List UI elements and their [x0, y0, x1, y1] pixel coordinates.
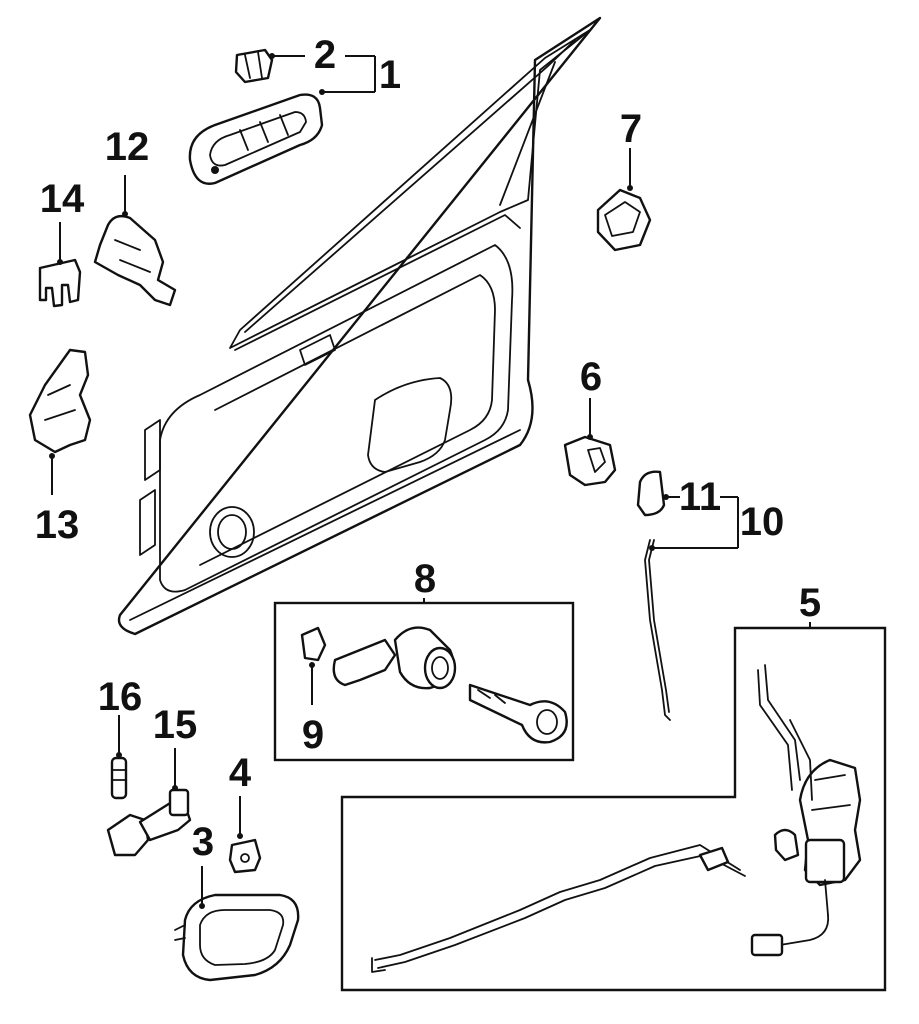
- callout-label-8: 8: [414, 557, 436, 601]
- latch-clip: 7: [596, 107, 652, 252]
- callout-label-6: 6: [580, 355, 602, 399]
- lock-rod-assembly: 11 10: [636, 470, 785, 721]
- callout-label-13: 13: [35, 503, 80, 547]
- callout-label-12: 12: [105, 125, 150, 169]
- handle-end-cap: [234, 48, 274, 84]
- callout-label-5: 5: [799, 581, 821, 625]
- door-check-link: 15: [106, 703, 198, 857]
- lock-actuator: 6: [563, 355, 617, 487]
- door-lock-actuator-set: 5: [340, 581, 887, 992]
- inside-door-handle: 3: [174, 820, 300, 982]
- door-shell: [117, 16, 602, 636]
- inside-handle-bracket: 13: [28, 348, 92, 547]
- callout-label-2: 2: [314, 33, 336, 77]
- outside-door-handle: [188, 93, 324, 185]
- callout-label-9: 9: [302, 713, 324, 757]
- check-bolt: 16: [98, 675, 143, 800]
- callout-label-3: 3: [192, 820, 214, 864]
- rod-clip: 4: [228, 751, 262, 874]
- callout-label-1: 1: [379, 53, 401, 97]
- callout-label-7: 7: [620, 107, 642, 151]
- handle-bracket: 12: [93, 125, 177, 307]
- callout-label-4: 4: [229, 751, 252, 795]
- callout-label-14: 14: [40, 177, 85, 221]
- retaining-clip: 14: [38, 177, 85, 308]
- callout-leaders-1-2: 1 2: [269, 33, 401, 97]
- lock-cylinder-kit: 8 9: [273, 557, 575, 762]
- callout-label-10: 10: [740, 500, 785, 544]
- callout-label-16: 16: [98, 675, 143, 719]
- callout-label-11: 11: [679, 475, 721, 519]
- callout-label-15: 15: [153, 703, 198, 747]
